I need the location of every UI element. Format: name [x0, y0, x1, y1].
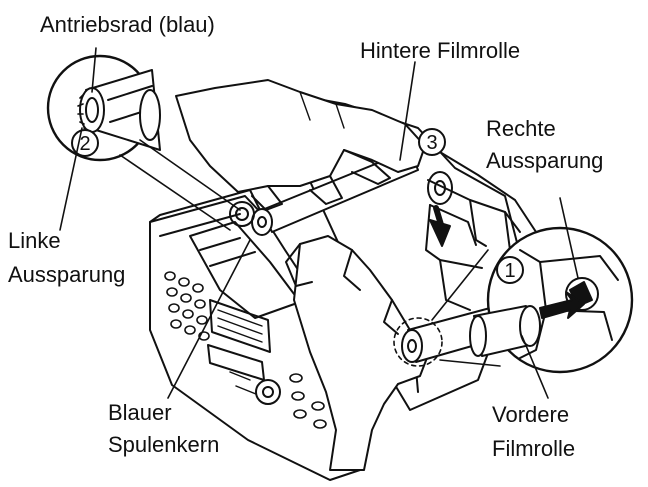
label-left-slot-line1: Linke	[8, 228, 61, 253]
rear-film-roll	[229, 149, 419, 236]
step-2-number: 2	[79, 133, 90, 155]
label-right-slot-line2: Aussparung	[486, 148, 604, 173]
step-3-number: 3	[426, 132, 437, 154]
leader-blue-core	[167, 239, 251, 399]
leader-lines	[59, 47, 579, 399]
leader-right-slot	[559, 197, 579, 279]
lower-hand	[285, 235, 431, 471]
upper-hand	[175, 79, 426, 211]
leader-left-slot	[59, 127, 83, 231]
label-blue-core-line2: Spulenkern	[108, 432, 220, 457]
label-right-slot-line1: Rechte	[486, 116, 556, 141]
zoom-right-slot	[431, 226, 634, 374]
label-front-roll-line2: Filmrolle	[492, 436, 576, 461]
label-front-roll-line1: Vordere	[492, 402, 570, 427]
leader-front-roll	[521, 335, 549, 399]
leader-drive-gear	[91, 47, 97, 93]
label-rear-roll: Hintere Filmrolle	[360, 38, 521, 63]
leader-rear-roll	[399, 61, 416, 161]
step-markers: 2 3 1	[71, 128, 524, 284]
label-left-slot-line2: Aussparung	[8, 262, 126, 287]
zoom-left-gear	[46, 54, 241, 231]
step-1-number: 1	[504, 260, 515, 282]
keypad	[164, 271, 210, 341]
label-drive-gear: Antriebsrad (blau)	[40, 12, 215, 37]
label-blue-core-line1: Blauer	[108, 400, 172, 425]
